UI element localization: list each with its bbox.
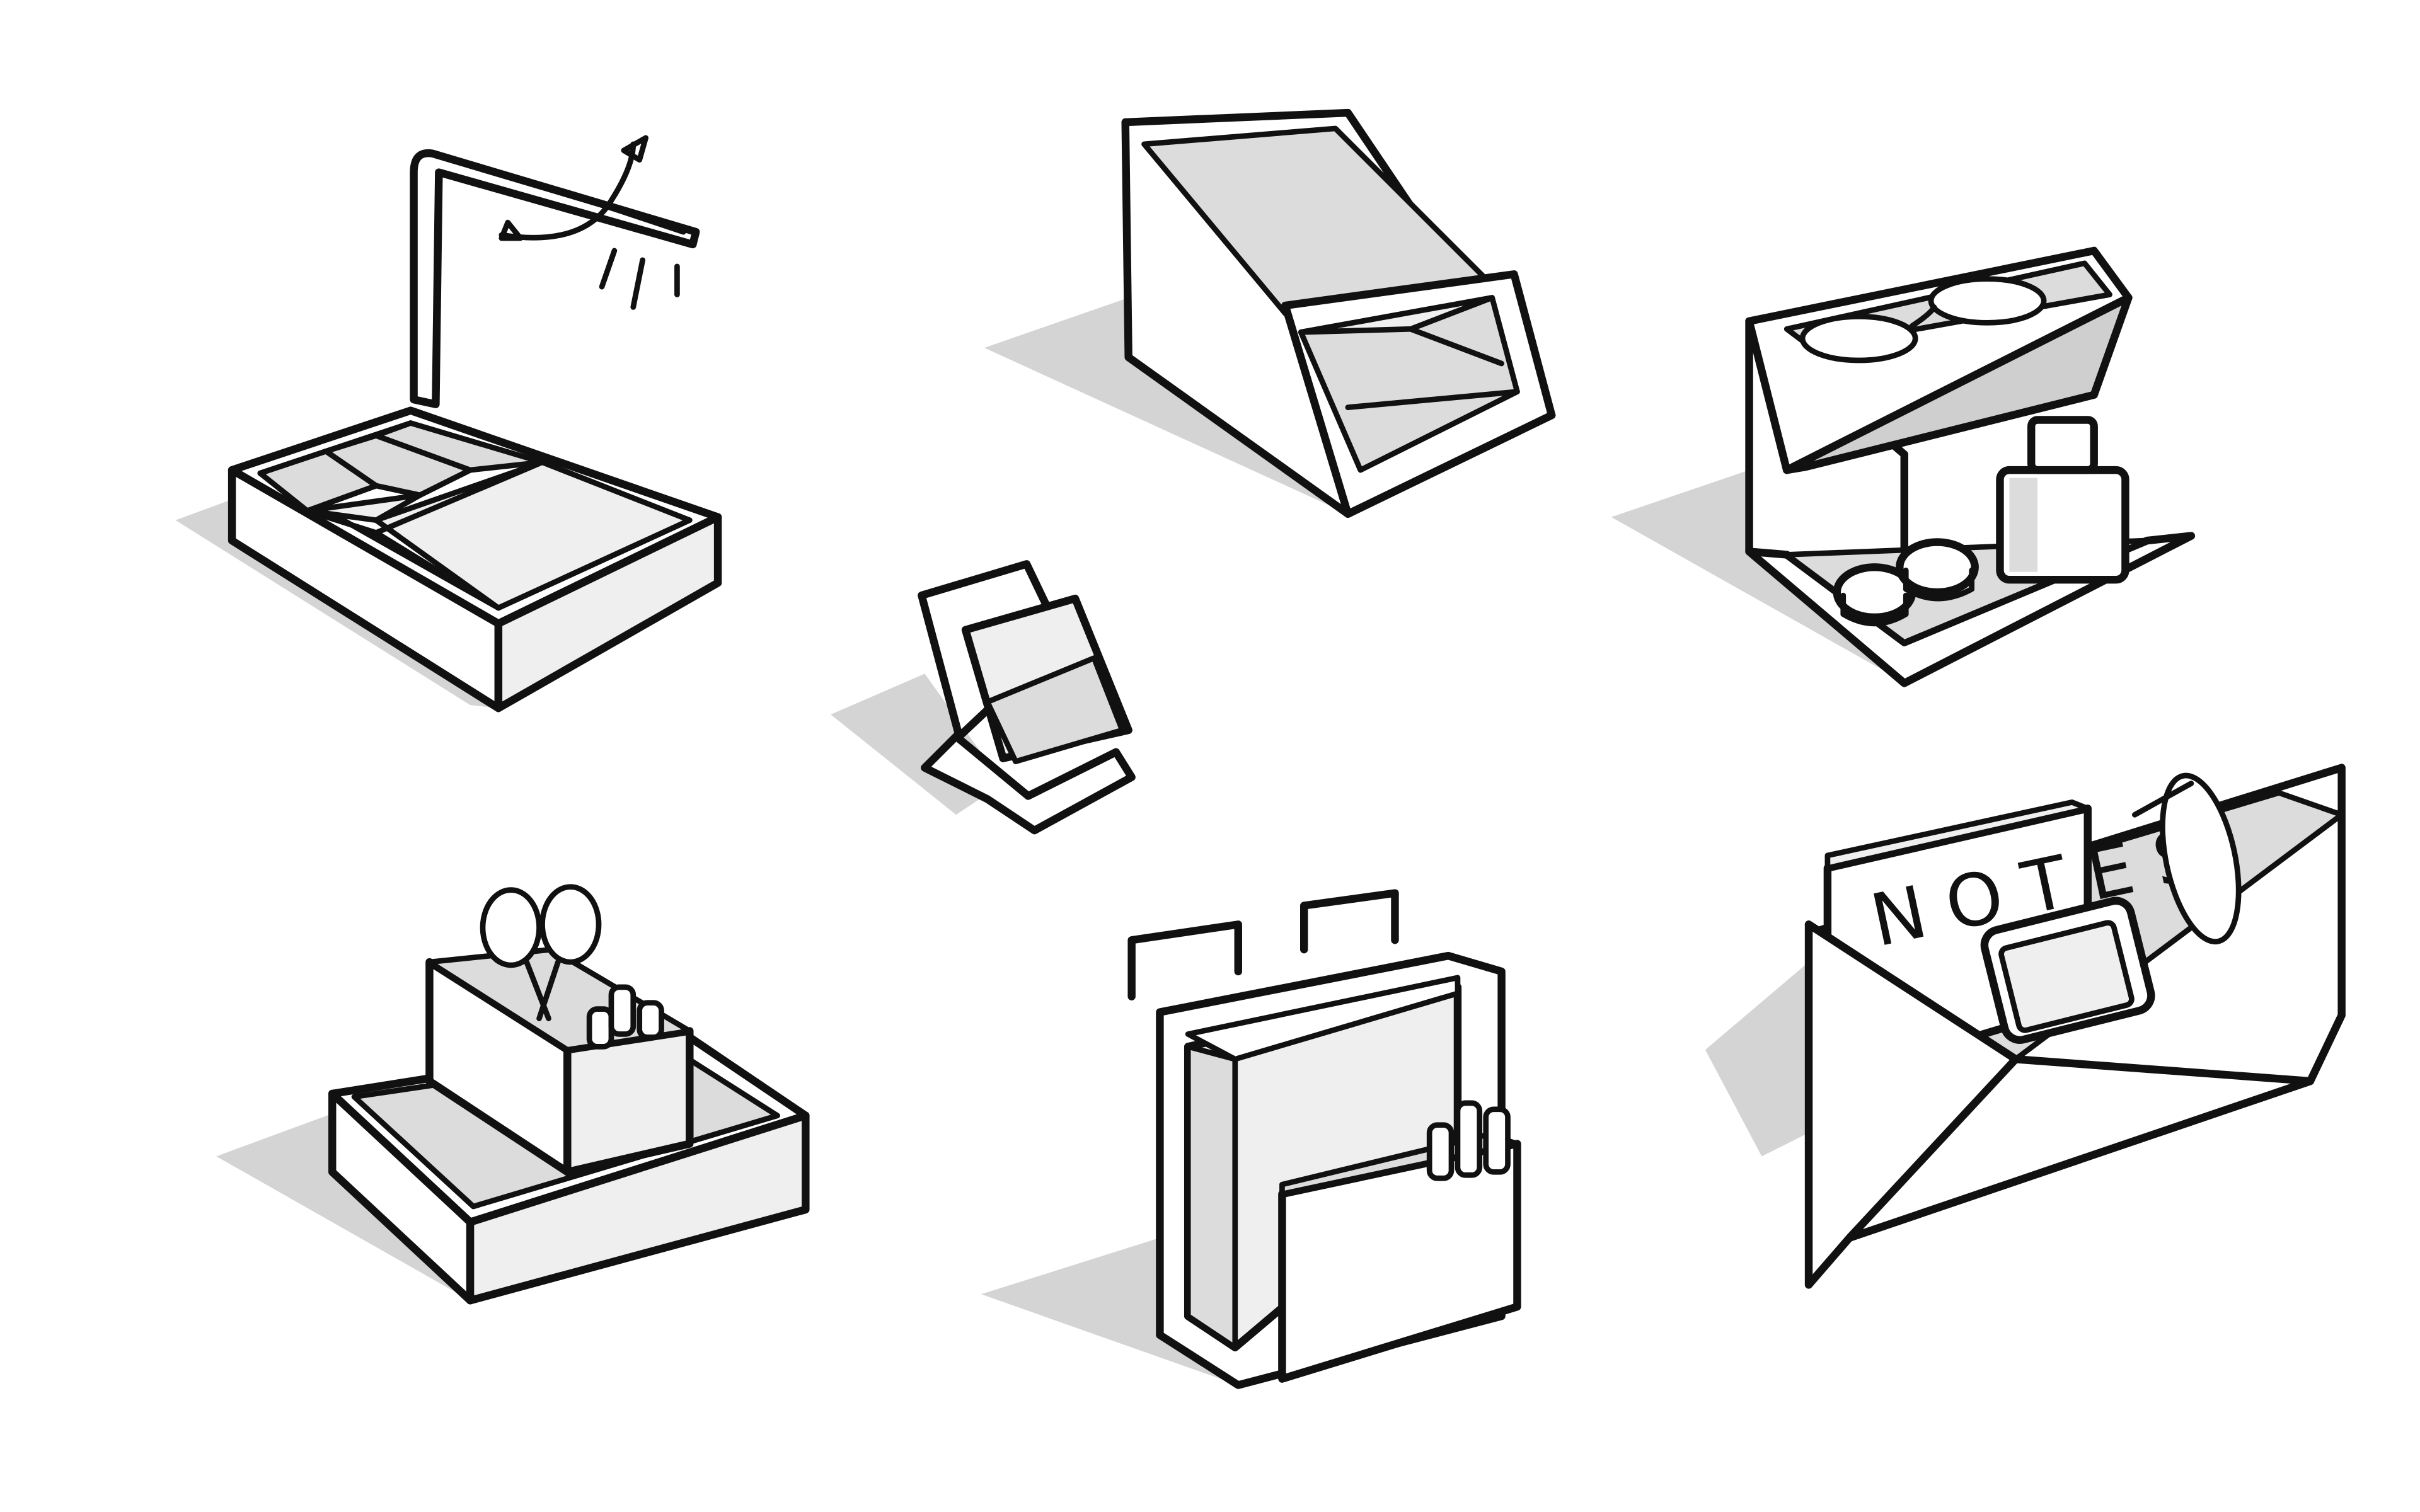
pens-icon	[1426, 1100, 1511, 1181]
hanging-file-illustration	[981, 889, 1521, 1389]
glasses-shelf-illustration	[1611, 246, 2196, 687]
phone-stand-illustration	[831, 560, 1136, 835]
pens-icon	[586, 984, 664, 1050]
tray-with-lamp-illustration	[175, 135, 722, 713]
scissors-icon	[480, 884, 602, 1021]
glasses-icon	[1799, 276, 2047, 364]
tablet-stand-illustration	[984, 108, 1556, 518]
phone-icon	[1980, 896, 2155, 1044]
pen-caddy-illustration	[216, 884, 810, 1305]
wall-pocket-illustration: NOTES	[1705, 764, 2346, 1289]
bottle-icon	[1996, 416, 2129, 584]
contact-lens-case-icon	[1833, 538, 1979, 627]
glasses-icon	[2132, 772, 2242, 945]
